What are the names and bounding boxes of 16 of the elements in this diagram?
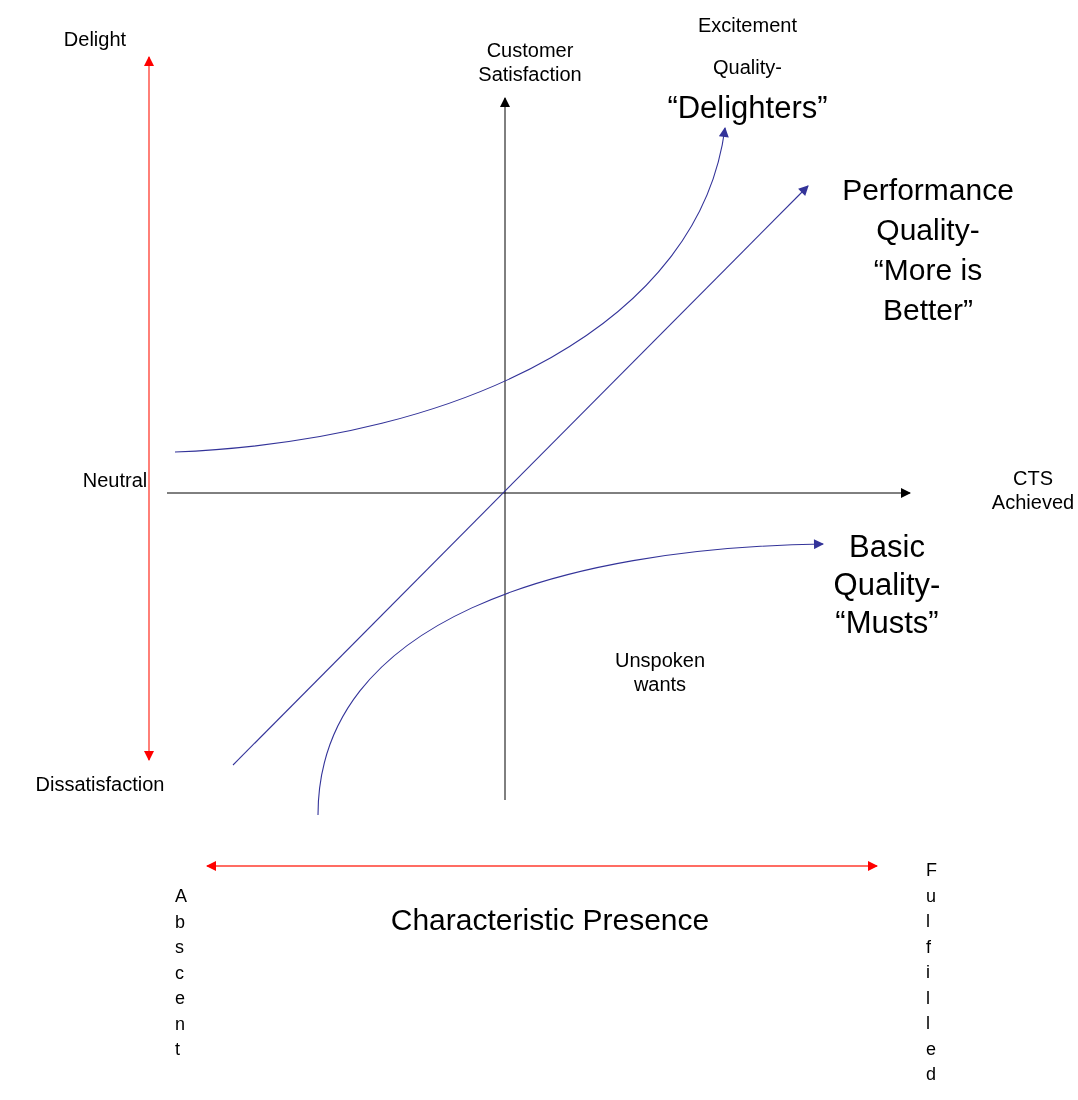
category-subtitle: “Delighters” — [666, 89, 829, 127]
curve-arrow — [232, 185, 809, 766]
scale-label: Neutral — [81, 468, 149, 492]
annotation-text: Unspoken wants — [613, 648, 707, 696]
axis-label: CTS Achieved — [990, 466, 1076, 514]
scale-label: Abscent — [174, 885, 195, 1062]
scale-label: Fulfilled — [925, 859, 946, 1087]
category-label: Performance Quality- “More is Better” — [841, 172, 1015, 328]
scale-label: Delight — [62, 27, 128, 51]
curve-arrow — [317, 539, 824, 816]
scale-label: Dissatisfaction — [34, 772, 166, 796]
category-label: Basic Quality- “Musts” — [832, 528, 942, 642]
curve-arrow — [174, 127, 728, 453]
category-label: Excitement Quality- — [697, 13, 798, 80]
axis-title: Characteristic Presence — [389, 902, 711, 938]
axis-label: Customer Satisfaction — [477, 38, 583, 86]
